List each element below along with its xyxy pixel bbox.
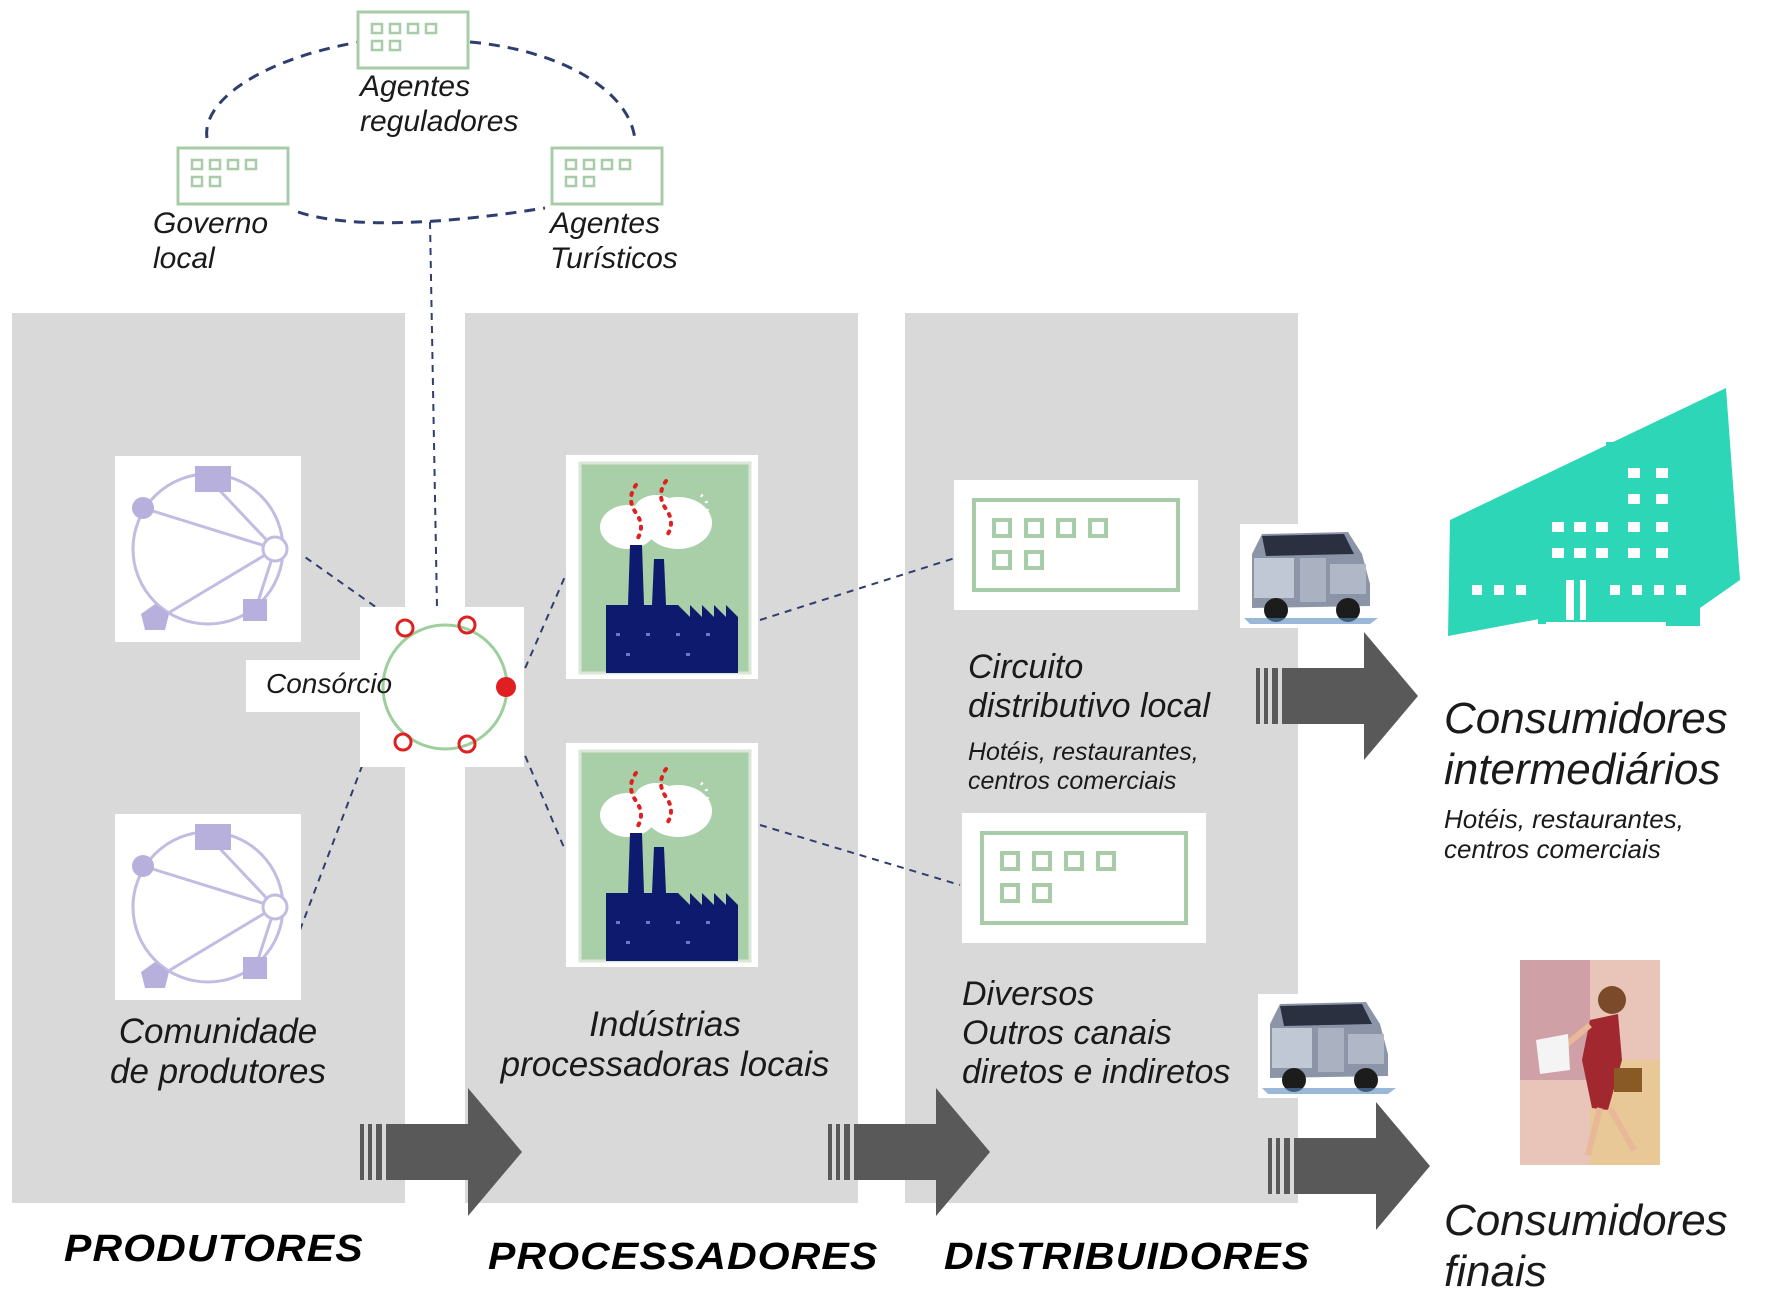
van-icon-top [1240, 524, 1380, 628]
label-diversos: Diversos Outros canais diretos e indiret… [962, 975, 1231, 1092]
factory-icon-bottom [564, 741, 760, 969]
arrow-to-final-consumers [1268, 1102, 1430, 1230]
header-produtores: PRODUTORES [64, 1228, 364, 1270]
building-icon-circuito [952, 478, 1200, 612]
building-icon-agentes-turisticos [550, 146, 664, 206]
header-processadores: PROCESSADORES [488, 1236, 879, 1278]
label-circuito-sub: Hotéis, restaurantes, centros comerciais [968, 738, 1199, 795]
van-icon-bottom [1258, 994, 1398, 1098]
arrow-to-intermediate-consumers [1256, 632, 1418, 760]
label-consumidores-intermediarios: Consumidores intermediários [1444, 694, 1728, 794]
label-industrias: Indústrias processadoras locais [500, 1005, 830, 1085]
producer-network-icon-top [113, 454, 303, 644]
building-icon-agentes-reguladores [356, 10, 470, 70]
label-agentes-reguladores: Agentes reguladores [360, 70, 519, 138]
distributors-panel [905, 313, 1298, 1203]
label-consorcio: Consórcio [266, 668, 393, 699]
factory-icon-top [564, 453, 760, 681]
label-consumidores-finais: Consumidores finais [1444, 1196, 1728, 1296]
building-icon-diversos [960, 811, 1208, 945]
label-governo-local: Governo local [153, 207, 269, 275]
hotel-building-icon [1448, 388, 1740, 636]
producer-network-icon-bottom [113, 812, 303, 1002]
arrow-producers-to-processors [360, 1088, 522, 1216]
label-agentes-turisticos: Agentes Turísticos [550, 207, 678, 275]
header-distribuidores: DISTRIBUIDORES [944, 1236, 1311, 1278]
businesswoman-image [1520, 960, 1660, 1165]
arrow-processors-to-distributors [828, 1088, 990, 1216]
label-comunidade-produtores: Comunidade de produtores [110, 1012, 326, 1092]
building-icon-governo-local [176, 146, 290, 206]
label-circuito-title: Circuito distributivo local [968, 648, 1210, 726]
label-consumidores-intermediarios-sub: Hotéis, restaurantes, centros comerciais [1444, 804, 1684, 864]
connector-lines [294, 221, 961, 931]
consortium-node [246, 607, 524, 767]
